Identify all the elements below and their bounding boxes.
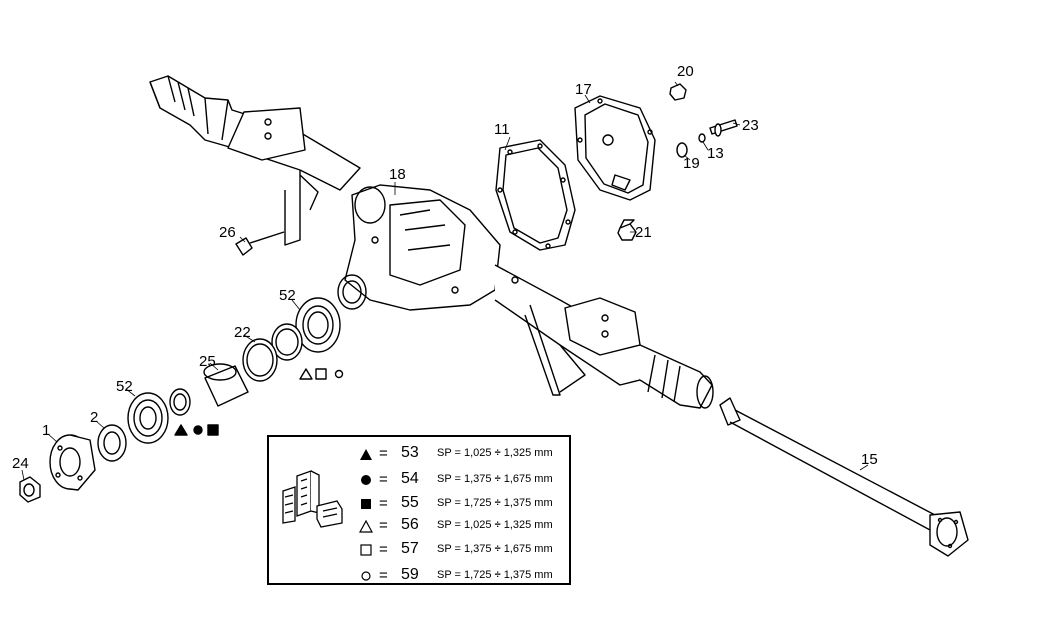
open-triangle-icon (359, 519, 373, 533)
legend-row: = 57 SP = 1,375 ÷ 1,675 mm (349, 540, 564, 559)
part-label-52-upper: 52 (279, 287, 296, 304)
part-label-25: 25 (199, 353, 216, 370)
part-label-17: 17 (575, 81, 592, 98)
part-label-11: 11 (494, 121, 510, 138)
part-label-26: 26 (219, 224, 236, 241)
part-label-13: 13 (707, 145, 724, 162)
part-label-19: 19 (683, 155, 700, 172)
part-label-2: 2 (90, 409, 99, 426)
legend-sp-range: SP = 1,725 ÷ 1,375 mm (437, 569, 553, 581)
part-label-18: 18 (389, 166, 406, 183)
legend-equals: = (379, 517, 388, 534)
part-label-24: 24 (12, 455, 29, 472)
legend-equals: = (379, 471, 388, 488)
open-square-icon (360, 544, 372, 556)
legend-part-number: 56 (401, 516, 419, 533)
legend-part-number: 59 (401, 566, 419, 583)
part-label-22: 22 (234, 324, 251, 341)
part-label-52-lower: 52 (116, 378, 133, 395)
legend-part-number: 55 (401, 494, 419, 511)
legend-part-number: 54 (401, 470, 419, 487)
legend-row: = 56 SP = 1,025 ÷ 1,325 mm (349, 516, 564, 535)
hub-bearing-stack (19, 297, 341, 503)
legend-sp-range: SP = 1,375 ÷ 1,675 mm (437, 473, 553, 485)
fit-symbols (174, 368, 344, 436)
open-circle-icon (361, 571, 371, 581)
legend-equals: = (379, 495, 388, 512)
part-label-23: 23 (742, 117, 759, 134)
drain-plug (235, 231, 285, 256)
legend-part-number: 57 (401, 540, 419, 557)
filled-square-icon (361, 499, 371, 509)
legend-row: = 55 SP = 1,725 ÷ 1,375 mm (349, 494, 564, 513)
legend-equals: = (379, 445, 388, 462)
legend-part-number: 53 (401, 444, 419, 461)
part-label-20: 20 (677, 63, 694, 80)
part-label-21: 21 (635, 224, 652, 241)
legend-equals: = (379, 541, 388, 558)
legend-sp-range: SP = 1,025 ÷ 1,325 mm (437, 519, 553, 531)
shim-legend-box: = 53 SP = 1,025 ÷ 1,325 mm = 54 SP = 1,3… (267, 435, 571, 585)
cover-gasket (495, 139, 576, 251)
legend-row: = 54 SP = 1,375 ÷ 1,675 mm (349, 470, 564, 489)
axle-housing (149, 75, 714, 409)
part-label-15: 15 (861, 451, 878, 468)
legend-sp-range: SP = 1,725 ÷ 1,375 mm (437, 497, 553, 509)
legend-equals: = (379, 567, 388, 584)
shim-stack-icon (282, 470, 343, 528)
leader-lines (21, 81, 869, 481)
legend-sp-range: SP = 1,375 ÷ 1,675 mm (437, 543, 553, 555)
differential-cover (574, 95, 656, 201)
filled-circle-icon (361, 475, 371, 485)
cover-fasteners (617, 83, 738, 241)
part-label-1: 1 (42, 422, 51, 439)
filled-triangle-icon (360, 449, 372, 460)
legend-sp-range: SP = 1,025 ÷ 1,325 mm (437, 447, 553, 459)
legend-row: = 59 SP = 1,725 ÷ 1,375 mm (349, 566, 564, 585)
legend-row: = 53 SP = 1,025 ÷ 1,325 mm (349, 444, 564, 463)
axle-shaft (719, 397, 969, 557)
